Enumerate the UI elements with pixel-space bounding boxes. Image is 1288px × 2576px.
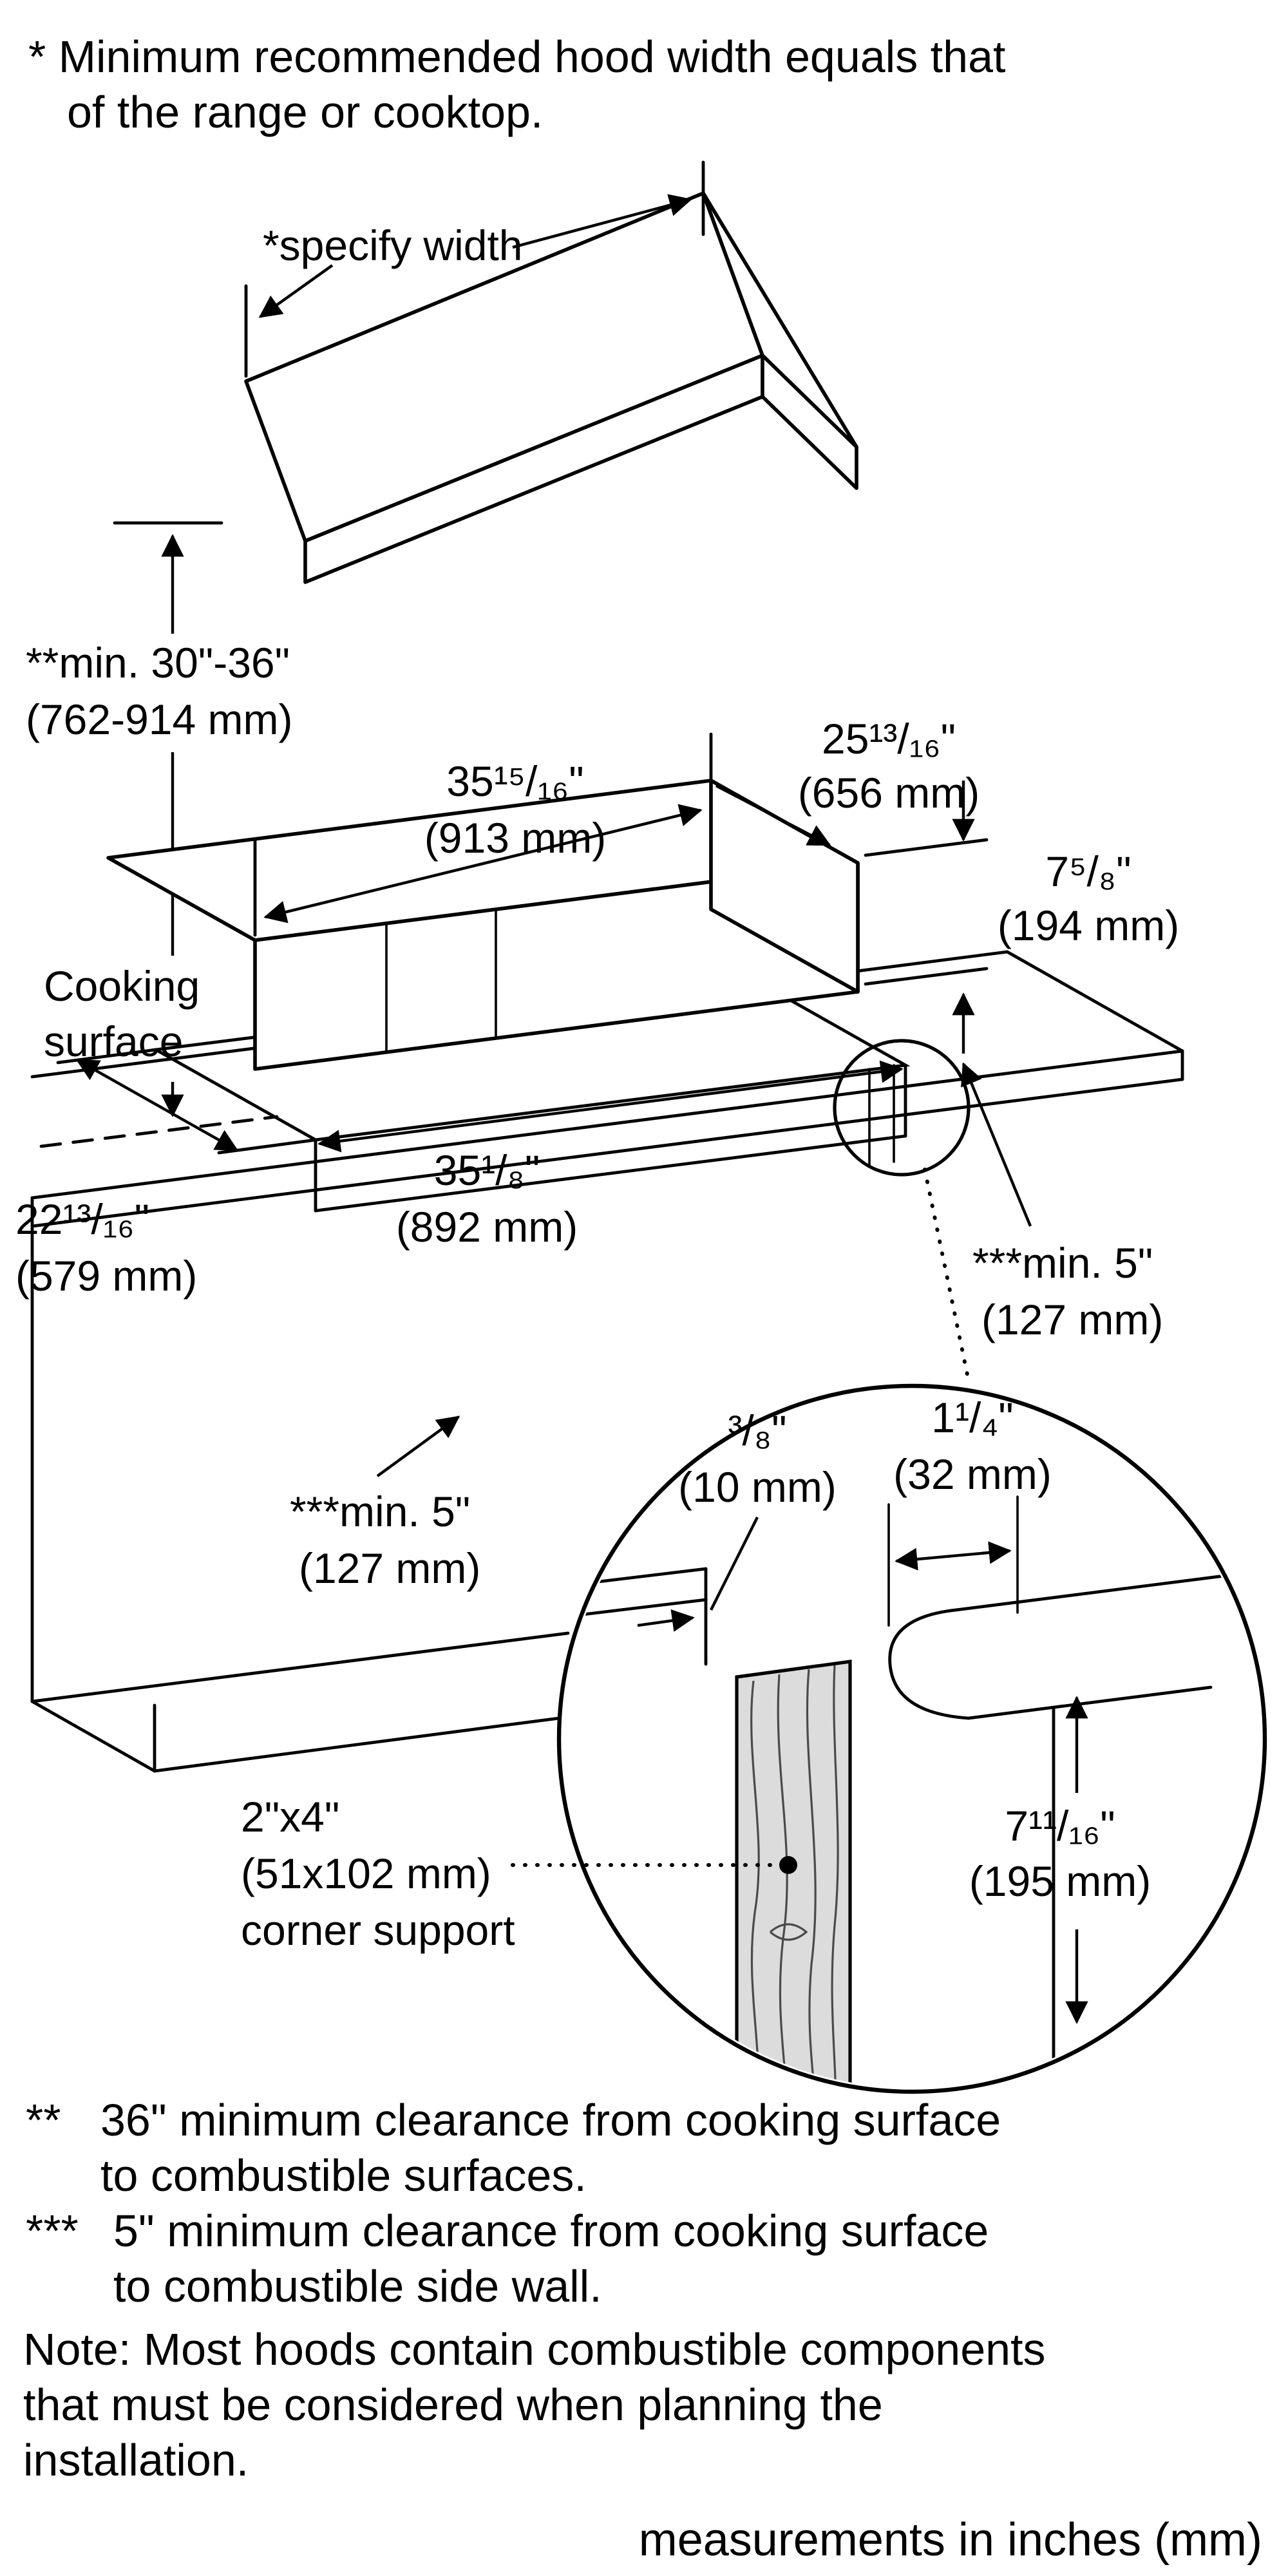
detail-circle-outline — [556, 1383, 1267, 2094]
note-line1: Note: Most hoods contain combustible com… — [23, 2324, 1046, 2374]
counter-right-endcap — [1005, 950, 1184, 1053]
specify-width-label: *specify width — [263, 222, 523, 269]
rangetop-width-line1: 35¹⁵/₁₆" — [446, 757, 583, 805]
footnote-triple-star-line2: to combustible side wall. — [113, 2261, 602, 2311]
counter-right-section-top — [954, 1569, 1261, 1612]
side-clearance-left-dimension: ***min. 5" (127 mm) — [290, 1416, 480, 1592]
tick — [217, 1138, 317, 1155]
support-drop-line1: 7¹¹/₁₆" — [1005, 1802, 1115, 1850]
cutout-depth-line1: 22¹³/₁₆" — [15, 1195, 149, 1243]
specify-width-arrow-left — [258, 264, 334, 318]
detail-leader-dotted — [923, 1168, 971, 1383]
gap-leader — [710, 1517, 759, 1611]
corner-support-line2: (51x102 mm) — [241, 1850, 491, 1897]
footnote-triple-star-line1: 5" minimum clearance from cooking surfac… — [113, 2206, 989, 2256]
detail-contents — [565, 1495, 1261, 2088]
hood-bottom-band-right — [761, 354, 858, 490]
dim-line — [376, 1416, 460, 1477]
cooking-surface-line2: surface — [44, 1018, 183, 1065]
cutout-inner-face-bottom — [314, 1134, 907, 1213]
cabinet-toe-bottom — [153, 1716, 561, 1773]
counter-front-edge-bottom — [30, 1077, 1184, 1228]
counter-right-section-bottom — [967, 1685, 1213, 1720]
cutout-depth-dimension: 22¹³/₁₆" (579 mm) — [15, 1048, 317, 1300]
rangetop-width-dimension: 35¹⁵/₁₆" (913 mm) — [253, 732, 713, 937]
cutout-width-line1: 35¹/₈" — [434, 1146, 540, 1194]
rangetop-height-dimension: 7⁵/₈" (194 mm) — [864, 781, 1179, 1054]
side-clearance-right-line2: (127 mm) — [981, 1296, 1163, 1343]
tick — [864, 967, 989, 986]
cooking-surface-line1: Cooking — [44, 962, 200, 1010]
side-clearance-left-line1: ***min. 5" — [290, 1488, 470, 1535]
reveal-gap-line1: ³/₈" — [728, 1406, 786, 1454]
header-note: * Minimum recommended hood width equals … — [28, 32, 1005, 137]
dim-line — [317, 1060, 904, 1153]
dim-line — [263, 804, 703, 923]
hood-drawing: *specify width — [244, 160, 858, 584]
tick — [864, 838, 989, 857]
footnote-double-star-line2: to combustible surfaces. — [100, 2150, 587, 2201]
note-line3: installation. — [23, 2435, 249, 2485]
min-height-line2: (762-914 mm) — [26, 696, 292, 743]
cabinet-toe-diagonal — [30, 1700, 156, 1773]
cutout-depth-line2: (579 mm) — [15, 1252, 197, 1300]
corner-support-line1: 2"x4" — [241, 1793, 339, 1841]
wood-grain — [831, 1665, 839, 2088]
edge-offset-dim-line — [895, 1541, 1012, 1571]
wood-grain — [806, 1669, 817, 2088]
specify-width-arrow-right — [512, 194, 692, 249]
rangetop-height-line1: 7⁵/₈" — [1045, 848, 1131, 895]
rangetop-width-line2: (913 mm) — [424, 814, 606, 862]
edge-offset-line1: 1¹/₄" — [931, 1394, 1013, 1441]
corner-support-line3: corner support — [241, 1906, 515, 1954]
footnote-double-star-line1: 36" minimum clearance from cooking surfa… — [100, 2095, 1001, 2145]
side-clearance-left-line2: (127 mm) — [299, 1544, 480, 1592]
header-line1: * Minimum recommended hood width equals … — [28, 32, 1005, 82]
rangetop-depth-dimension: 25¹³/₁₆" (656 mm) — [715, 715, 980, 846]
note-line2: that must be considered when planning th… — [23, 2380, 883, 2430]
detail-source-circle — [833, 1039, 971, 1177]
corner-support-marker-dot — [779, 1856, 797, 1874]
header-line2: of the range or cooktop. — [67, 87, 543, 137]
footnotes: ** 36" minimum clearance from cooking su… — [23, 2095, 1262, 2566]
rangetop-height-line2: (194 mm) — [998, 902, 1179, 949]
edge-offset-line2: (32 mm) — [893, 1450, 1052, 1498]
hood-height-dimension: **min. 30"-36" (762-914 mm) Cooking surf… — [26, 521, 292, 1148]
reveal-gap-line2: (10 mm) — [678, 1463, 837, 1511]
gap-arrow — [637, 1609, 695, 1632]
cooking-surface-dashed-line — [39, 1115, 279, 1148]
cabinet-drawing — [30, 1631, 570, 1773]
wood-knot — [769, 1923, 808, 1941]
counter-section-bottom — [565, 1598, 708, 1618]
cabinet-bottom-edge — [30, 1631, 570, 1703]
dim-line — [715, 784, 831, 846]
dim-line — [75, 1059, 239, 1151]
support-drop-line2: (195 mm) — [969, 1857, 1151, 1905]
side-clearance-right-line1: ***min. 5" — [972, 1239, 1153, 1287]
cutout-width-dimension: 35¹/₈" (892 mm) — [317, 1060, 904, 1251]
detail-view: ³/₈" (10 mm) 1¹/₄" (32 mm) 7¹¹/₁₆" (195 … — [241, 1383, 1267, 2094]
footnote-triple-star-marker: *** — [26, 2206, 79, 2256]
rangetop-depth-line1: 25¹³/₁₆" — [822, 715, 956, 762]
counter-bullnose-edge — [888, 1608, 971, 1720]
corner-support-board — [735, 1660, 852, 2088]
side-clearance-right-dimension: ***min. 5" (127 mm) — [961, 1062, 1163, 1343]
rangetop-depth-line2: (656 mm) — [798, 769, 980, 817]
min-height-line1: **min. 30"-36" — [26, 639, 290, 687]
units-note: measurements in inches (mm) — [639, 2514, 1262, 2566]
footnote-double-star-marker: ** — [26, 2095, 61, 2145]
tick — [56, 1048, 158, 1065]
detail-callout — [833, 1039, 971, 1383]
cutout-width-line2: (892 mm) — [396, 1203, 578, 1251]
dim-line — [961, 1062, 1032, 1227]
